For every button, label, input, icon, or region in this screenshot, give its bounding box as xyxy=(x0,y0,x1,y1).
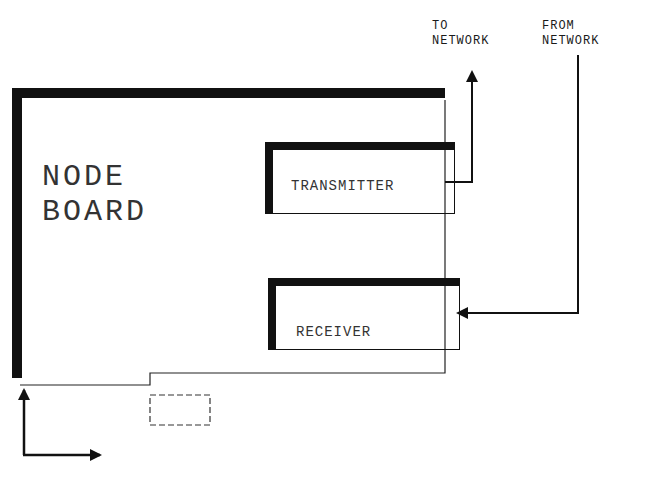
network-in-label: FROM NETWORK xyxy=(540,18,620,50)
bus-arrow-right xyxy=(23,454,100,457)
network-out-wire xyxy=(445,72,472,182)
node-title: TRANSMITTER xyxy=(291,178,394,194)
node-title: RECEIVER xyxy=(296,324,371,340)
bus-arrow-up xyxy=(23,390,26,455)
transmitter-box: TRANSMITTER xyxy=(265,142,455,214)
edge-connector xyxy=(150,395,210,425)
board-box: NODE BOARD TRANSMITTER RECEIVER xyxy=(12,88,445,378)
node-title: NODE BOARD xyxy=(42,160,160,229)
network-out-label: TO NETWORK xyxy=(430,18,504,50)
network-in-wire xyxy=(458,55,578,313)
receiver-box: RECEIVER xyxy=(268,278,460,350)
